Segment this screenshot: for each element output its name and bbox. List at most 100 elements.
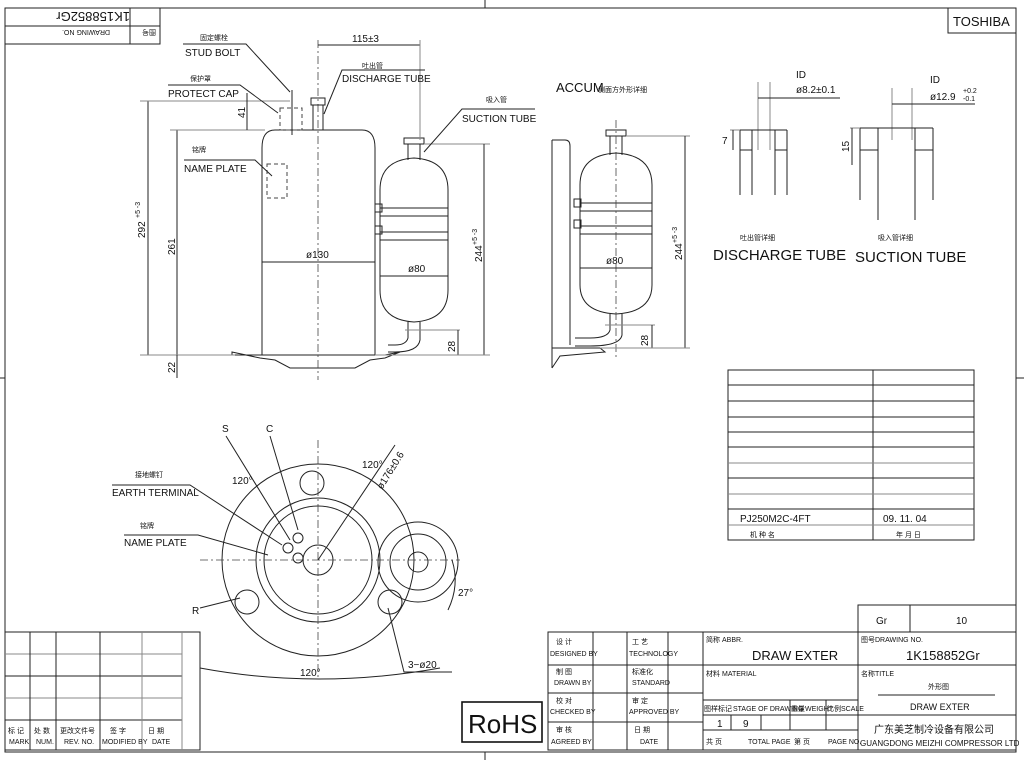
svg-text:外形图: 外形图: [928, 682, 949, 691]
svg-text:吸入管详细: 吸入管详细: [878, 233, 913, 242]
svg-text:15: 15: [841, 140, 852, 152]
svg-text:28: 28: [447, 340, 458, 352]
svg-text:吸入管: 吸入管: [486, 95, 507, 104]
svg-text:S: S: [222, 424, 229, 435]
svg-text:120°: 120°: [300, 668, 321, 679]
svg-text:名称: 名称: [861, 669, 875, 678]
svg-text:铭牌: 铭牌: [192, 145, 206, 154]
label-stud-bolt: STUD BOLT: [185, 48, 240, 59]
svg-text:ID: ID: [796, 70, 806, 81]
svg-text:120°: 120°: [232, 476, 253, 487]
svg-text:115±3: 115±3: [352, 34, 379, 45]
drawing-number-box-rotated: 1K158852Gr DRAWING NO. 图号: [4, 7, 161, 45]
svg-text:41: 41: [237, 106, 248, 118]
svg-text:制 图: 制 图: [556, 667, 572, 676]
svg-text:Gr: Gr: [876, 616, 888, 627]
label-name-plate: NAME PLATE: [184, 164, 247, 175]
label-suction-tube-detail: SUCTION TUBE: [855, 249, 966, 266]
svg-text:ø80: ø80: [408, 264, 426, 275]
svg-text:图号: 图号: [142, 28, 156, 36]
svg-text:DATE: DATE: [152, 739, 170, 746]
svg-text:ABBR.: ABBR.: [722, 637, 743, 644]
svg-text:机 种 名: 机 种 名: [750, 530, 775, 539]
svg-text:接地螺钉: 接地螺钉: [135, 470, 163, 479]
svg-text:TECHNOLOGY: TECHNOLOGY: [629, 651, 678, 658]
svg-text:签 字: 签 字: [110, 726, 126, 735]
svg-text:TITLE: TITLE: [875, 671, 894, 678]
svg-text:ø8.2±0.1: ø8.2±0.1: [796, 85, 836, 96]
svg-text:共 页: 共 页: [706, 737, 722, 746]
svg-text:3−ø20: 3−ø20: [408, 660, 437, 671]
company-name: GUANGDONG MEIZHI COMPRESSOR LTD: [860, 739, 1020, 748]
svg-text:处 数: 处 数: [34, 726, 50, 735]
svg-text:简称: 简称: [706, 635, 720, 644]
svg-text:+0.2: +0.2: [963, 88, 977, 95]
svg-text:图样标记: 图样标记: [704, 704, 732, 713]
title-block: Gr 10 设 计 DESIGNED BY 制 图 DRAWN BY 校 对 C…: [547, 604, 1020, 751]
svg-text:+5 -3: +5 -3: [672, 227, 679, 243]
svg-text:+5 -3: +5 -3: [472, 229, 479, 245]
discharge-tube-detail: ID ø8.2±0.1 7 吐出管详细 DISCHARGE TUBE: [713, 70, 846, 264]
label-protect-cap: PROTECT CAP: [168, 89, 239, 100]
svg-text:PAGE NO.: PAGE NO.: [828, 739, 861, 746]
svg-text:RoHS: RoHS: [468, 709, 537, 739]
svg-text:22: 22: [167, 361, 178, 373]
svg-text:REV. NO.: REV. NO.: [64, 739, 94, 746]
svg-text:7: 7: [722, 136, 728, 147]
svg-text:-0.1: -0.1: [963, 96, 975, 103]
side-view: ACCUM 侧面方外形详细 ø80 244 +5 -3 28: [551, 80, 690, 369]
model-name: PJ250M2C-4FT: [740, 514, 811, 525]
svg-text:ø80: ø80: [606, 256, 624, 267]
svg-text:DESIGNED BY: DESIGNED BY: [550, 651, 598, 658]
svg-text:MARK: MARK: [9, 739, 30, 746]
svg-text:WEIGHT: WEIGHT: [805, 706, 834, 713]
svg-text:材料: 材料: [706, 669, 720, 678]
drawing-title: DRAW EXTER: [910, 702, 970, 712]
svg-text:侧面方外形详细: 侧面方外形详细: [598, 85, 647, 94]
svg-text:校 对: 校 对: [556, 696, 572, 705]
suction-tube-detail: ID ø12.9 +0.2 -0.1 15 吸入管详细 SUCTION TUBE: [841, 75, 977, 266]
svg-text:年 月 日: 年 月 日: [896, 530, 921, 539]
svg-text:审 核: 审 核: [556, 725, 572, 734]
svg-text:工 艺: 工 艺: [632, 638, 648, 646]
rohs-mark: RoHS: [461, 701, 543, 743]
svg-text:120°: 120°: [362, 460, 383, 471]
svg-text:ID: ID: [930, 75, 940, 86]
label-discharge-tube: DISCHARGE TUBE: [342, 74, 431, 85]
svg-text:TOTAL PAGE: TOTAL PAGE: [748, 739, 791, 746]
svg-text:重量: 重量: [791, 705, 805, 713]
svg-text:审 定: 审 定: [632, 696, 648, 705]
svg-text:固定螺栓: 固定螺栓: [200, 33, 228, 42]
svg-text:STANDARD: STANDARD: [632, 680, 670, 687]
svg-text:C: C: [266, 424, 273, 435]
svg-text:设 计: 设 计: [556, 637, 572, 646]
label-earth-terminal: EARTH TERMINAL: [112, 488, 199, 499]
svg-text:标准化: 标准化: [632, 667, 653, 676]
svg-text:图号: 图号: [861, 636, 875, 644]
svg-text:28: 28: [640, 334, 651, 346]
svg-text:MATERIAL: MATERIAL: [722, 671, 757, 678]
label-name-plate-top: NAME PLATE: [124, 538, 187, 549]
svg-text:ø12.9: ø12.9: [930, 92, 956, 103]
total-page-value: 1: [717, 719, 723, 730]
svg-text:SCALE: SCALE: [841, 706, 864, 713]
revision-table: 标 记 MARK 处 数 NUM. 更改文件号 REV. NO. 签 字 MOD…: [4, 631, 201, 751]
label-suction-tube: SUCTION TUBE: [462, 114, 537, 125]
model-table: PJ250M2C-4FT 09. 11. 04 机 种 名 年 月 日: [727, 369, 975, 541]
drawing-border: [4, 7, 1017, 753]
svg-text:244: 244: [674, 243, 685, 260]
svg-text:ø130: ø130: [306, 250, 329, 261]
svg-text:更改文件号: 更改文件号: [60, 726, 95, 735]
svg-text:ACCUM: ACCUM: [556, 80, 604, 95]
svg-text:261: 261: [167, 238, 178, 255]
svg-text:STAGE OF DRAWING: STAGE OF DRAWING: [733, 706, 803, 713]
svg-text:日 期: 日 期: [148, 727, 164, 735]
label-discharge-tube-detail: DISCHARGE TUBE: [713, 247, 846, 264]
svg-text:吐出管: 吐出管: [362, 61, 383, 70]
svg-text:APPROVED BY: APPROVED BY: [629, 709, 680, 716]
svg-text:NUM.: NUM.: [36, 739, 54, 746]
front-view: 292 +5 -3 261 22 41 115±3 ø130 ø80 244 +…: [135, 33, 537, 380]
svg-text:292: 292: [137, 221, 148, 238]
svg-text:244: 244: [474, 245, 485, 262]
